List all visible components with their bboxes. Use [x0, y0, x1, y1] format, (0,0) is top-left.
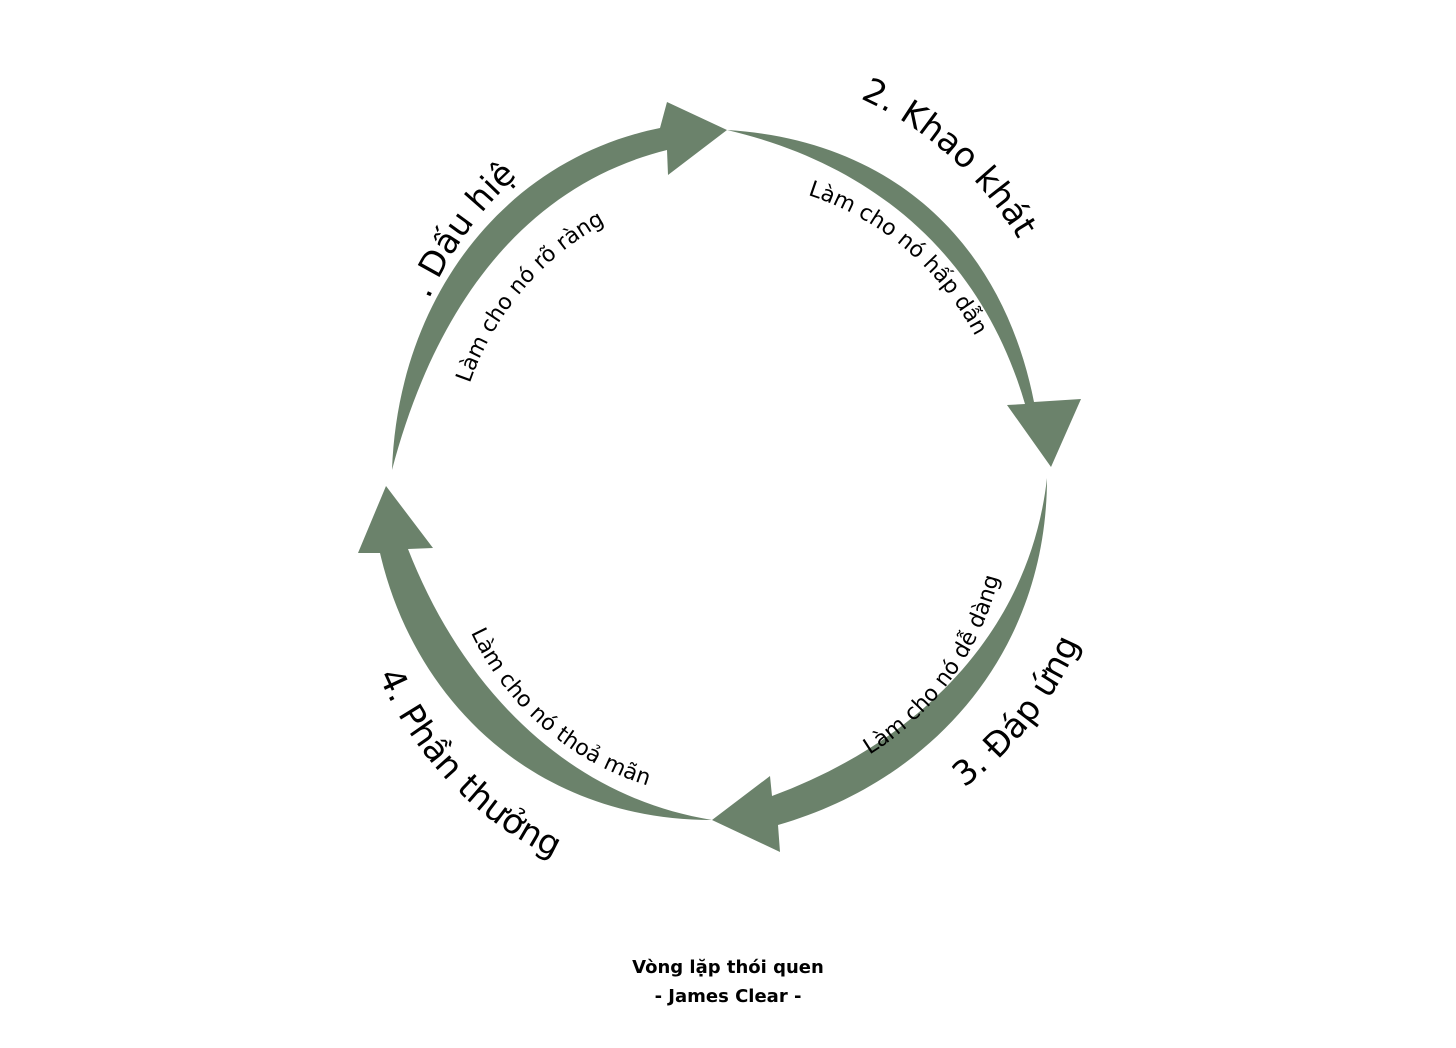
- arrow-cue-to-craving: [392, 102, 727, 470]
- caption-author: - James Clear -: [654, 986, 802, 1007]
- loop-arrows: [358, 102, 1081, 852]
- stage-cue: 1. Dấu hiệu Làm cho nó rõ ràng: [0, 0, 608, 386]
- arrow-craving-to-response: [727, 130, 1081, 467]
- arrow-reward-to-cue: [358, 486, 712, 820]
- stage-title-cue: 1. Dấu hiệu: [0, 0, 524, 303]
- caption-title: Vòng lặp thói quen: [632, 957, 824, 978]
- arrow-response-to-reward: [712, 478, 1047, 852]
- stage-craving: 2. Khao khát Làm cho nó hấp dẫn: [806, 70, 1045, 339]
